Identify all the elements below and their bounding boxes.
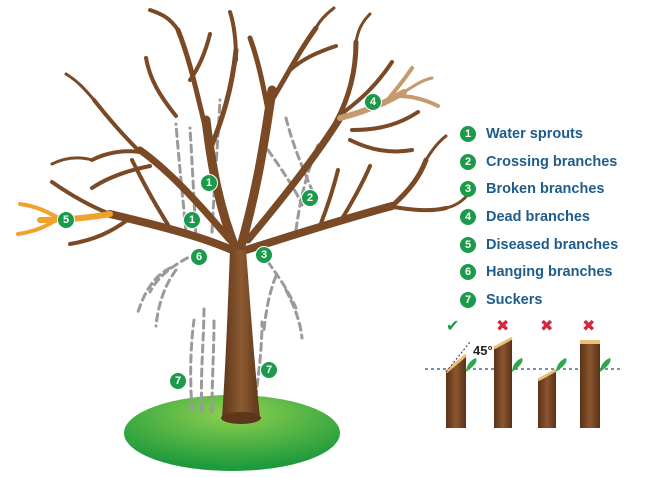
marker-crossing-branches: 2 bbox=[301, 189, 319, 207]
marker-dead-branches: 4 bbox=[364, 93, 382, 111]
marker-water-sprouts: 1 bbox=[183, 211, 201, 229]
broken-branch-outline bbox=[262, 274, 278, 332]
angle-guide bbox=[445, 341, 471, 373]
legend-label: Water sprouts bbox=[486, 125, 583, 142]
check-icon: ✔ bbox=[446, 318, 460, 335]
cross-icon: ✖ bbox=[582, 318, 596, 335]
marker-suckers: 7 bbox=[169, 372, 187, 390]
cut-example-flat bbox=[580, 340, 611, 428]
legend-number-badge: 3 bbox=[460, 181, 476, 198]
legend-label: Dead branches bbox=[486, 208, 590, 225]
legend-number-badge: 1 bbox=[460, 125, 476, 142]
marker-hanging-branches: 6 bbox=[190, 248, 208, 266]
cross-icon: ✖ bbox=[540, 318, 554, 335]
legend-number-badge: 4 bbox=[460, 208, 476, 225]
legend-number-badge: 2 bbox=[460, 153, 476, 170]
sucker-outline bbox=[252, 320, 264, 412]
pruning-cut-examples bbox=[425, 336, 622, 428]
tree-trunk bbox=[222, 250, 260, 423]
cut-example-too-low bbox=[537, 358, 567, 428]
legend-label: Crossing branches bbox=[486, 153, 618, 170]
cut-angle-label: 45° bbox=[473, 343, 493, 358]
legend-item: 1 Water sprouts bbox=[460, 120, 650, 148]
tree-branches bbox=[50, 6, 472, 255]
marker-water-sprouts: 1 bbox=[200, 174, 218, 192]
trunk-base bbox=[221, 412, 261, 424]
grass-mound bbox=[124, 395, 340, 471]
legend-label: Suckers bbox=[486, 291, 543, 308]
cut-example-too-high bbox=[493, 336, 523, 428]
main-limb bbox=[106, 210, 236, 254]
cut-example-correct bbox=[445, 341, 477, 428]
main-limb bbox=[136, 146, 234, 244]
legend-item: 3 Broken branches bbox=[460, 175, 650, 203]
legend-label: Hanging branches bbox=[486, 264, 613, 281]
sucker-outline bbox=[199, 303, 206, 414]
legend-item: 7 Suckers bbox=[460, 286, 650, 314]
legend-label: Diseased branches bbox=[486, 236, 619, 253]
legend-number-badge: 7 bbox=[460, 291, 476, 308]
cross-icon: ✖ bbox=[496, 318, 510, 335]
marker-suckers: 7 bbox=[260, 361, 278, 379]
marker-diseased-branches: 5 bbox=[57, 211, 75, 229]
legend-item: 6 Hanging branches bbox=[460, 258, 650, 286]
main-limb bbox=[244, 114, 344, 244]
hanging-branch-outline bbox=[154, 268, 178, 328]
legend-item: 4 Dead branches bbox=[460, 203, 650, 231]
sucker-outline bbox=[189, 318, 196, 412]
marker-broken-branches: 3 bbox=[255, 246, 273, 264]
legend-label: Broken branches bbox=[486, 181, 605, 198]
hanging-branch-outline bbox=[136, 266, 172, 314]
main-limb bbox=[242, 202, 396, 254]
legend-number-badge: 5 bbox=[460, 236, 476, 253]
sucker-outline bbox=[210, 316, 216, 414]
broken-branch-outline bbox=[284, 288, 304, 340]
legend-item: 2 Crossing branches bbox=[460, 148, 650, 176]
legend: 1 Water sprouts 2 Crossing branches 3 Br… bbox=[460, 120, 650, 314]
main-limb bbox=[235, 85, 277, 255]
legend-number-badge: 6 bbox=[460, 264, 476, 281]
legend-item: 5 Diseased branches bbox=[460, 231, 650, 259]
